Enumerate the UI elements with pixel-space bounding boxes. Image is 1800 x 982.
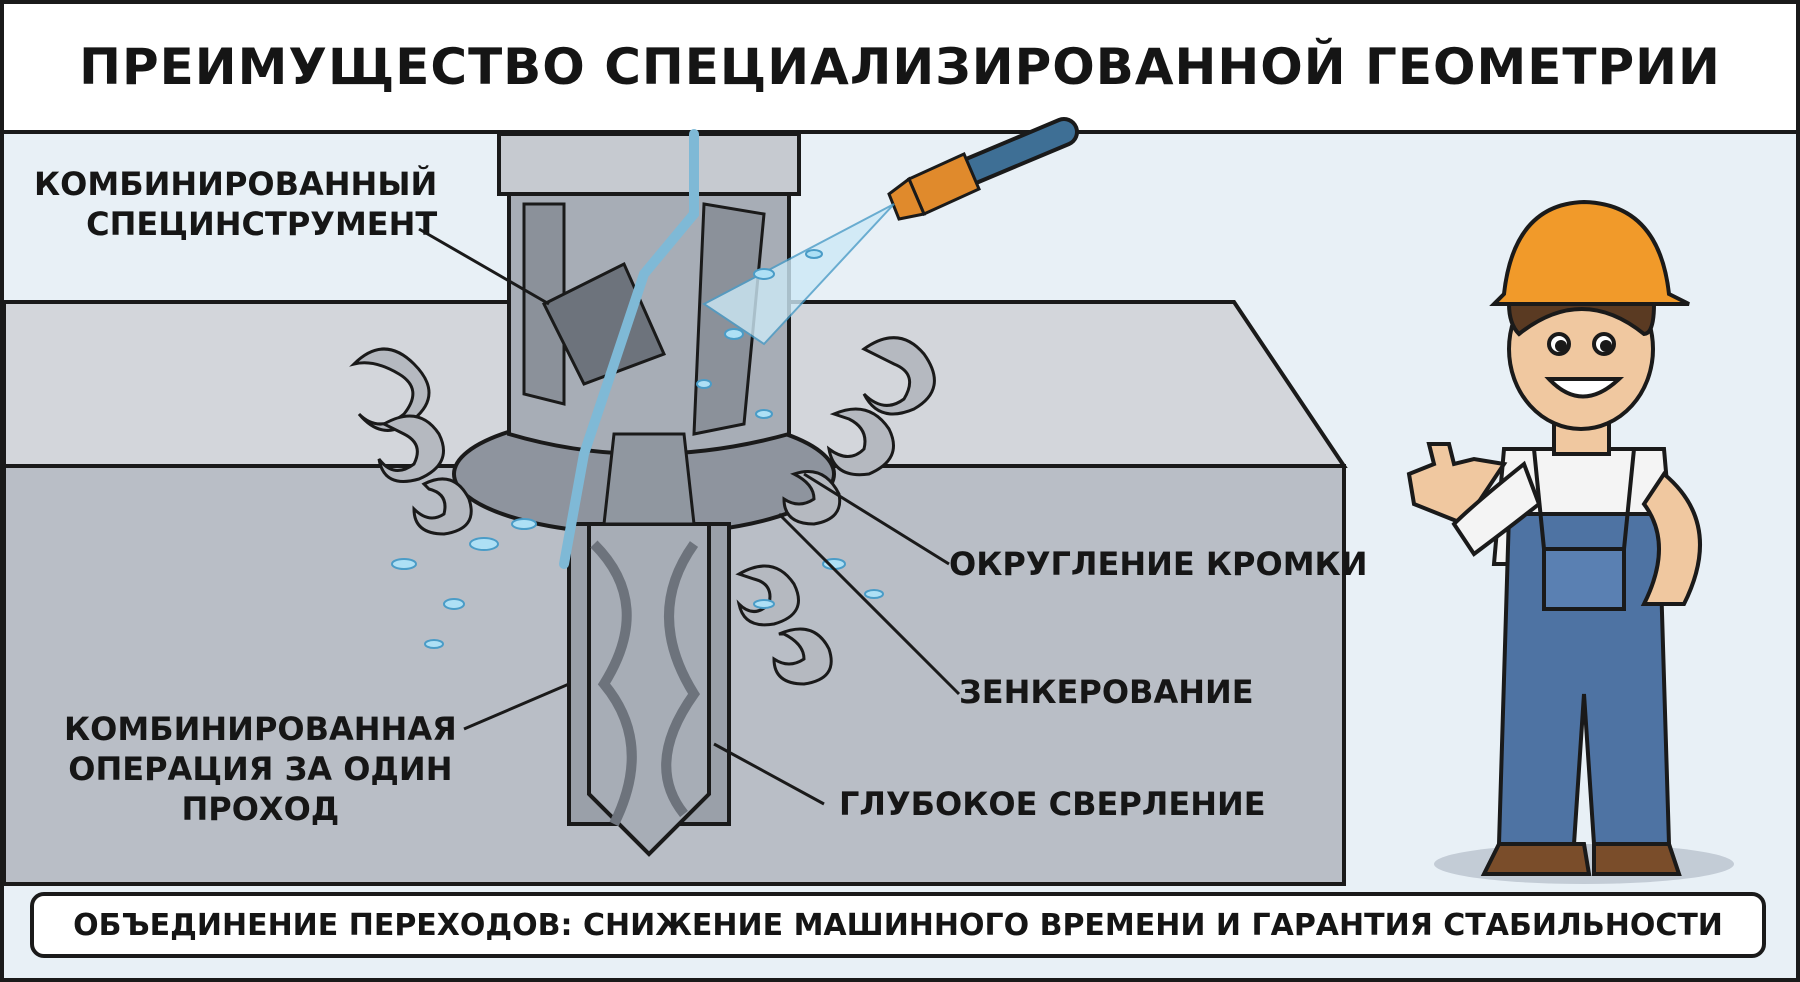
- label-combined-operation: КОМБИНИРОВАННАЯ ОПЕРАЦИЯ ЗА ОДИН ПРОХОД: [64, 709, 457, 829]
- label-combined-operation-line-3: ПРОХОД: [181, 790, 340, 828]
- label-combined-operation-line-2: ОПЕРАЦИЯ ЗА ОДИН: [68, 750, 453, 788]
- title-bar: ПРЕИМУЩЕСТВО СПЕЦИАЛИЗИРОВАННОЙ ГЕОМЕТРИ…: [4, 4, 1796, 134]
- worker-icon: [1406, 199, 1734, 884]
- drill-tool-icon: [497, 132, 801, 857]
- footer-banner: ОБЪЕДИНЕНИЕ ПЕРЕХОДОВ: СНИЖЕНИЕ МАШИННОГ…: [30, 892, 1766, 958]
- illustration: [4, 117, 1734, 886]
- leader-edge-rounding: [803, 472, 950, 566]
- leader-countersinking: [777, 512, 961, 696]
- leader-lines: [418, 227, 961, 806]
- label-tool-line-2: СПЕЦИНСТРУМЕНТ: [86, 205, 438, 243]
- label-edge-rounding: ОКРУГЛЕНИЕ КРОМКИ: [949, 545, 1368, 583]
- coolant-channel: [559, 129, 699, 569]
- coolant-nozzle-icon: [887, 117, 1079, 221]
- label-combined-operation-line-1: КОМБИНИРОВАННАЯ: [64, 710, 457, 748]
- label-deep-drilling: ГЛУБОКОЕ СВЕРЛЕНИЕ: [839, 785, 1266, 823]
- leader-tool: [418, 227, 550, 306]
- leader-deep-drilling: [713, 742, 825, 806]
- label-tool: КОМБИНИРОВАННЫЙ СПЕЦИНСТРУМЕНТ: [34, 164, 437, 244]
- page-title: ПРЕИМУЩЕСТВО СПЕЦИАЛИЗИРОВАННОЙ ГЕОМЕТРИ…: [79, 38, 1721, 96]
- footer-text: ОБЪЕДИНЕНИЕ ПЕРЕХОДОВ: СНИЖЕНИЕ МАШИННОГ…: [73, 907, 1723, 943]
- leader-combined-operation: [463, 682, 570, 731]
- label-tool-line-1: КОМБИНИРОВАННЫЙ: [34, 165, 438, 203]
- label-countersinking: ЗЕНКЕРОВАНИЕ: [959, 673, 1254, 711]
- metal-chip-icon: [349, 336, 936, 686]
